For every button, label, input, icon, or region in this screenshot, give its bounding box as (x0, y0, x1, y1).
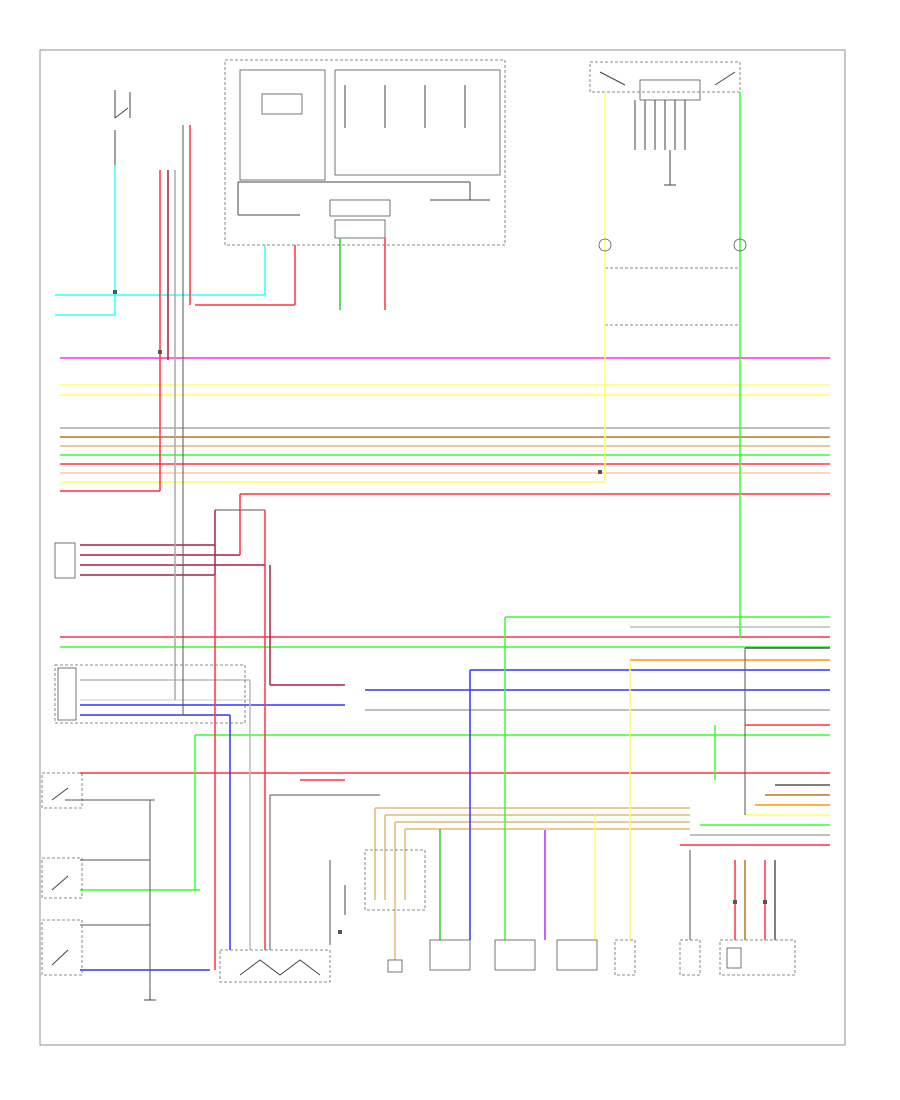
vertical-wires (114, 92, 776, 990)
ground-lower-left (144, 990, 156, 1001)
control-unit-top (224, 59, 506, 246)
horizontal-wires (55, 267, 830, 971)
connector-left-b (54, 664, 246, 724)
switch-lower-left-1 (41, 772, 83, 809)
sensor-center (387, 959, 403, 973)
indicator-lamp-left (598, 238, 612, 252)
switch-lower-left-3 (41, 919, 83, 976)
connector-left-a (54, 542, 76, 579)
relay-center (344, 849, 426, 915)
switch-top-left (114, 90, 131, 165)
sensor-group-bottom (429, 939, 796, 976)
sensor-bottom-left (219, 949, 331, 983)
diagram-frame (39, 49, 846, 1046)
switch-lower-left-2 (41, 857, 83, 899)
control-unit-top-right (589, 61, 741, 186)
connector-markers (113, 290, 767, 934)
indicator-lamp-right (733, 238, 747, 252)
